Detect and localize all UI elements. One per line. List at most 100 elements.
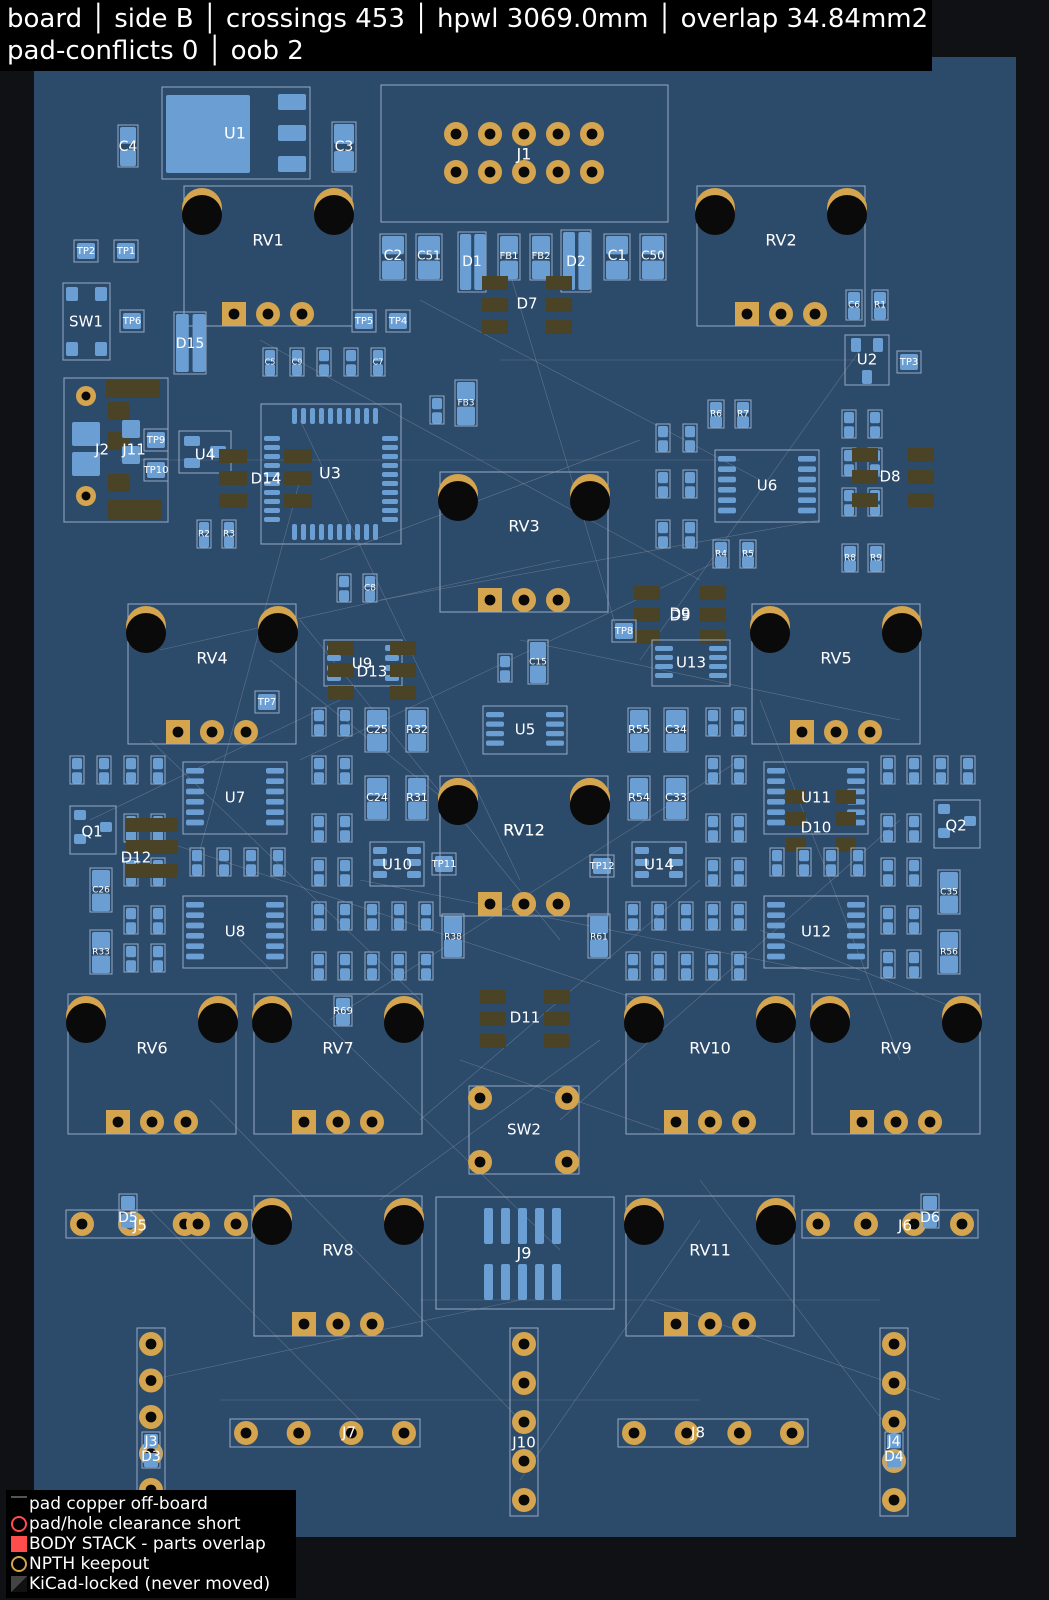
ref-label-u12: U12: [801, 923, 831, 941]
smd-pad: [314, 816, 324, 828]
passive-outline: [454, 379, 478, 427]
smd-pad: [940, 872, 958, 890]
smd-pad: [314, 954, 324, 966]
passive-outline: [880, 905, 896, 935]
passive-outline: [655, 519, 671, 549]
drill-hole: [518, 594, 530, 606]
smd-pad: [870, 546, 882, 558]
ref-label-rv2: RV2: [765, 231, 796, 250]
smd-pad: [340, 758, 350, 770]
drill-hole: [518, 1494, 530, 1506]
drill-hole: [332, 1116, 344, 1128]
ic-pin: [486, 740, 504, 746]
qfp-pin: [337, 408, 342, 424]
smd-pad: [737, 416, 749, 428]
qfp-pin: [292, 408, 297, 424]
overlap-body-mark: [126, 864, 152, 878]
smd-pad: [153, 960, 163, 972]
smd-pad: [848, 307, 860, 320]
qfp-pin: [346, 524, 351, 540]
smd-pad: [346, 364, 356, 376]
passive-outline: [705, 857, 721, 887]
smd-pad: [340, 918, 350, 930]
drill-hole: [908, 1218, 920, 1230]
drill-hole: [956, 1218, 968, 1230]
legend-label: KiCad-locked (never moved): [29, 1574, 271, 1594]
qfp-pin: [373, 524, 378, 540]
drill-hole: [180, 1116, 192, 1128]
ic-pin: [767, 953, 785, 960]
smd-pad: [883, 966, 893, 978]
drill-hole: [484, 898, 496, 910]
smd-pad: [382, 260, 404, 280]
ref-label-d9: D9: [669, 607, 690, 625]
smd-pad: [444, 939, 462, 958]
overlap-body-mark: [700, 586, 726, 600]
passive-outline: [311, 707, 327, 737]
ic-pin: [546, 731, 564, 737]
ic-pin: [655, 673, 673, 678]
smd-pad: [74, 834, 86, 844]
passive-outline: [316, 347, 332, 377]
ic-pin: [847, 922, 865, 929]
passive-outline: [364, 775, 390, 821]
ref-label-r69: R69: [333, 1006, 353, 1017]
drill-hole: [366, 1116, 378, 1128]
passive-outline: [405, 775, 429, 821]
connector-outline: [380, 84, 669, 223]
passive-outline: [603, 233, 631, 281]
ic-pin: [266, 902, 284, 908]
regulator-outline: [161, 86, 311, 180]
drill-hole: [81, 391, 91, 401]
smd-pad: [628, 968, 638, 980]
smd-pad: [532, 260, 550, 280]
overlap-body-mark: [480, 1034, 506, 1048]
ic-pin: [767, 912, 785, 919]
legend-label: BODY STACK - parts overlap: [29, 1534, 266, 1554]
passive-outline: [639, 233, 667, 281]
passive-outline: [707, 399, 725, 429]
ref-label-rv3: RV3: [508, 517, 539, 536]
smd-pad: [278, 156, 306, 172]
ref-label-tp3: TP3: [899, 357, 919, 368]
drill-hole: [775, 308, 787, 320]
overlap-body-mark: [390, 686, 416, 700]
ref-label-r6: R6: [710, 410, 722, 420]
smd-pad: [772, 864, 782, 876]
passive-outline: [311, 951, 327, 981]
smd-pad: [421, 918, 431, 930]
passive-outline: [364, 901, 380, 931]
drill-hole: [888, 1377, 900, 1389]
smd-pad: [887, 1434, 901, 1449]
passive-outline: [173, 311, 207, 375]
mounting-lug-drill: [750, 613, 790, 653]
drill-hole: [830, 726, 842, 738]
mounting-lug-drill: [624, 1003, 664, 1043]
smd-pad: [658, 440, 668, 452]
ref-label-d7: D7: [516, 295, 537, 313]
smd-pad: [126, 908, 136, 920]
ic-pin: [718, 456, 736, 462]
fpc-pin: [501, 1208, 510, 1244]
qfp-pin: [301, 524, 306, 540]
ref-label-r5: R5: [742, 550, 754, 560]
smd-pad: [421, 954, 431, 966]
smd-pad: [870, 504, 880, 516]
ref-label-r31: R31: [406, 791, 428, 804]
drill-hole: [552, 128, 564, 140]
smd-pad: [367, 918, 377, 930]
testpoint-pad: [355, 313, 373, 329]
passive-outline: [678, 951, 694, 981]
ratsnest-line: [759, 929, 961, 1011]
passive-outline: [333, 995, 353, 1027]
smd-pad: [685, 440, 695, 452]
smd-pad: [340, 860, 350, 872]
ic-pin: [266, 912, 284, 919]
smd-pad: [578, 232, 591, 290]
ref-label-j2: J2: [94, 441, 109, 459]
drill-hole: [561, 1092, 573, 1104]
passive-outline: [379, 233, 407, 281]
smd-pad: [314, 874, 324, 886]
testpoint-outline: [611, 619, 637, 643]
